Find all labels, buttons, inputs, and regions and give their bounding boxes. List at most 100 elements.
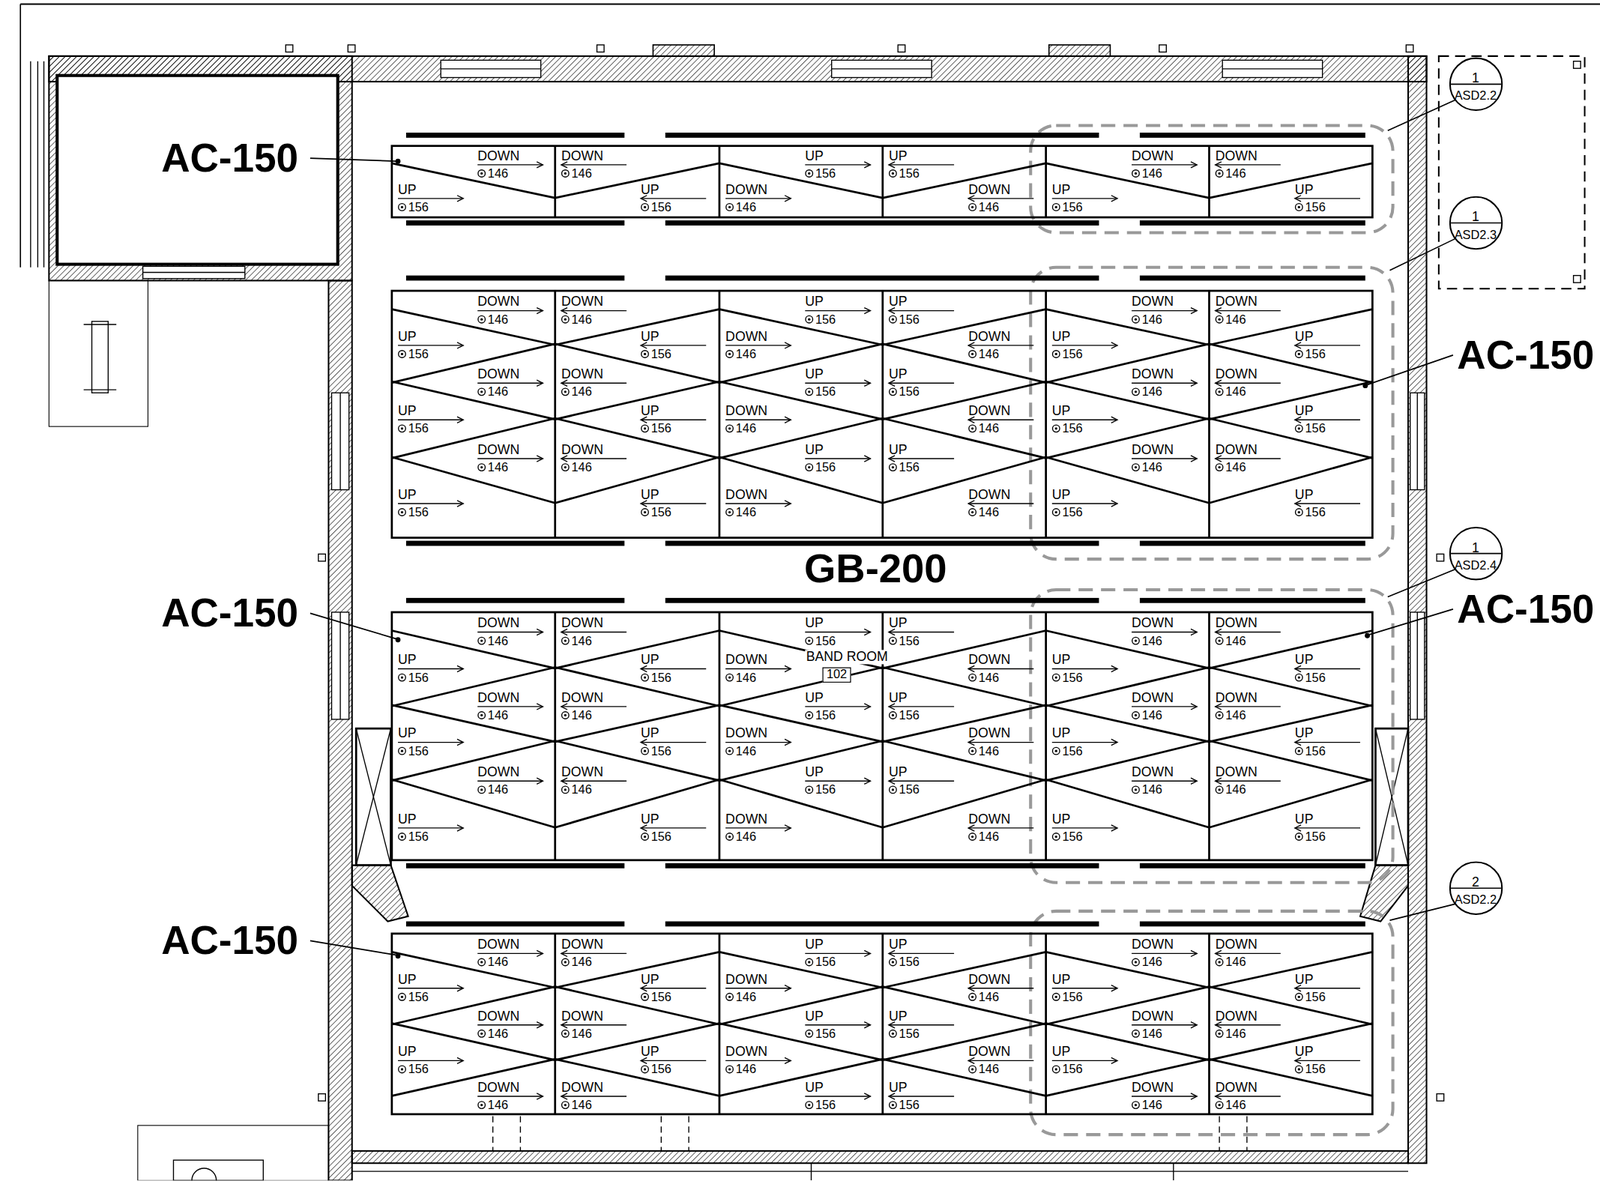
label-anchor: DOWN [725,182,768,197]
elevation-mark [1134,960,1137,963]
elevation-mark [643,1067,646,1071]
elevation-mark [398,747,407,755]
elevation-mark [643,835,646,838]
label-anchor: BAND ROOM [804,649,889,664]
ceiling-tag: AC-150 [161,137,299,179]
elevation-number: 146 [735,505,757,518]
panel-edge [391,381,556,419]
slope-arrow [1052,1060,1118,1062]
direction-word: DOWN [725,487,768,502]
slope-arrow [1294,987,1361,989]
elevation-number: 156 [408,347,429,360]
label-anchor: 156 [1061,671,1083,684]
label-anchor: UP [640,652,660,667]
slope-arrow [804,953,871,955]
elevation-mark [1134,788,1137,791]
tag-leader [1367,355,1454,385]
label-anchor: DOWN [561,149,604,163]
direction-word: UP [1294,403,1314,418]
slope-arrow [1294,668,1361,670]
panel-edge [719,986,883,1025]
label-anchor: 156 [1304,671,1325,684]
slope-arrow [1215,164,1281,165]
direction-word: UP [804,149,824,163]
elevation-number: 146 [1225,460,1246,473]
direction-word: DOWN [561,690,604,705]
label-anchor: UP [804,937,824,952]
slope-arrow [1215,1024,1281,1026]
detail-cloud [1030,267,1393,560]
arrow-head [457,825,464,832]
label-anchor: UP [804,1080,824,1095]
elevation-mark [891,318,895,321]
arrow-head [784,985,791,992]
elevation-mark [478,637,486,645]
label-anchor: GB-200 [804,547,948,589]
direction-word: UP [1052,972,1071,987]
elevation-mark [643,352,646,356]
arrow-head [1294,342,1301,349]
panel-joint [553,612,557,861]
panel-edge [719,779,883,828]
elevation-number: 156 [408,1063,429,1076]
elevation-number: 156 [899,956,920,969]
label-anchor: 146 [735,200,757,213]
label-anchor: UP [888,1080,908,1095]
panel-edge [719,163,883,198]
slope-arrow [397,502,464,504]
label-anchor: DOWN [477,937,520,952]
elevation-mark [564,318,567,321]
arrow-head [888,628,895,635]
label-anchor: 146 [487,1027,509,1040]
label-anchor: 156 [651,347,672,360]
panel-edge [1046,986,1210,1025]
elevation-number: 146 [1225,783,1246,796]
elevation-number: 146 [571,1098,592,1111]
label-anchor: UP [640,329,660,344]
elevation-mark [562,388,570,396]
label-anchor: 156 [408,422,429,435]
label-anchor: 146 [978,422,999,435]
label-anchor: UP [804,149,824,163]
elevation-number: 156 [899,708,920,721]
label-anchor: DOWN [968,182,1011,197]
label-anchor: 146 [487,313,509,326]
slope-arrow [888,382,955,384]
arrow-head [1111,665,1118,672]
panel-joint [1044,146,1047,218]
label-anchor: 156 [651,422,672,435]
elevation-mark [889,1101,898,1110]
arrow-head [888,455,895,462]
elevation-number: 156 [651,200,672,213]
panel-edge [555,1023,720,1061]
side-room [56,75,338,265]
elevation-number: 146 [487,460,509,473]
elevation-mark [1134,390,1137,393]
slope-arrow [477,953,543,955]
elevation-mark [971,352,974,356]
label-anchor: 156 [815,313,836,326]
label-anchor: 146 [487,167,509,180]
elevation-mark [1297,675,1301,679]
elevation-mark [726,1065,734,1074]
panel-edge [1046,705,1210,742]
label-anchor: UP [1052,726,1071,740]
label-anchor: 146 [1142,634,1163,647]
panel-edge [555,418,720,458]
elevation-mark [891,390,895,393]
direction-word: DOWN [561,367,604,381]
panel-edge [719,418,883,458]
elevation-mark [1055,675,1058,679]
elevation-mark [1052,833,1060,841]
callout-half: ASD2.3 [1448,224,1503,244]
label-anchor: 156 [899,634,920,647]
tag-leader [310,613,396,639]
slope-arrow [1215,780,1281,782]
cloud-panel-group [391,146,1373,218]
elevation-number: 146 [978,671,999,684]
callout-bubble: 1ASD2.3 [1448,195,1503,250]
elevation-number: 146 [735,744,757,757]
panel-edge [1208,986,1373,1025]
elevation-mark [398,993,407,1002]
slope-arrow [1052,502,1118,504]
